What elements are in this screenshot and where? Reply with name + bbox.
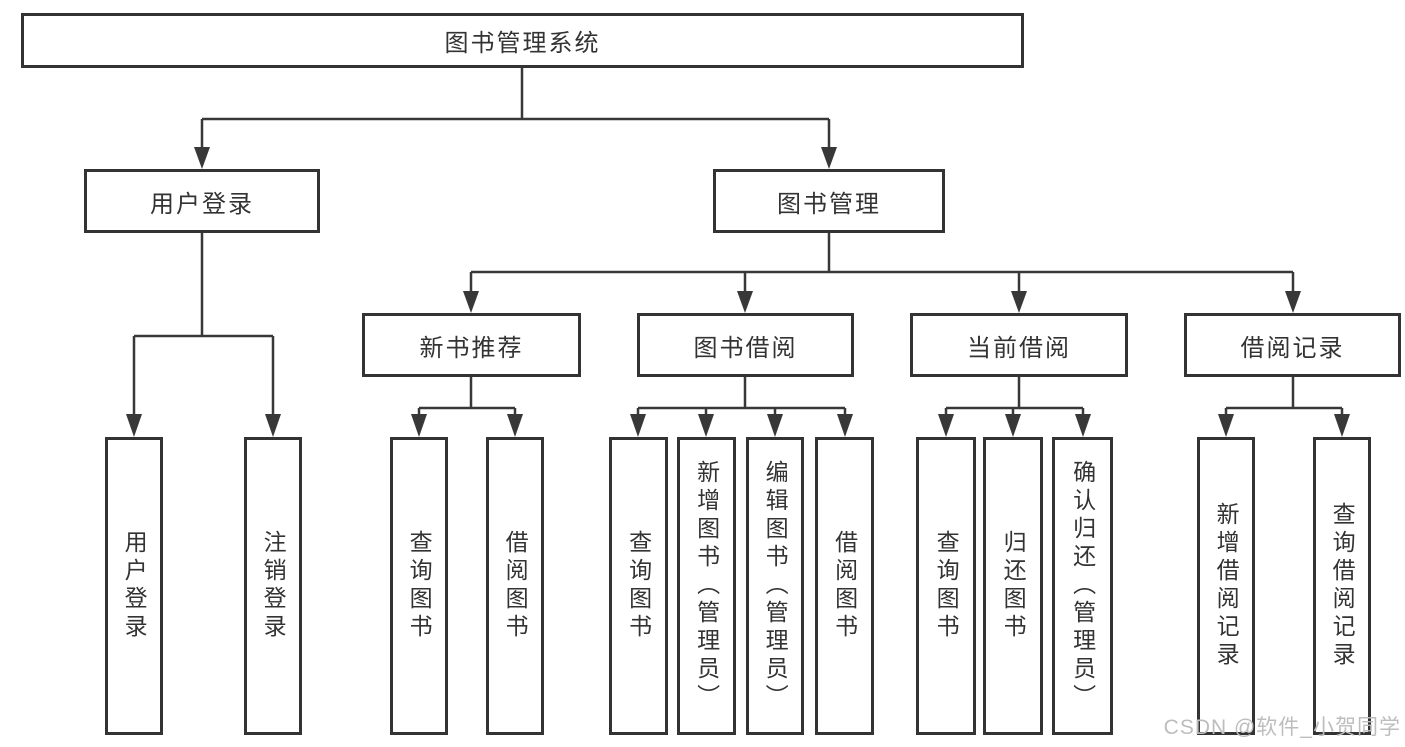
node-query-books-1: 查询图书 [390, 437, 448, 735]
node-query-books-3: 查询图书 [916, 437, 976, 735]
node-query-books-2: 查询图书 [609, 437, 668, 735]
node-label: 借阅图书 [502, 530, 529, 642]
node-label: 查询图书 [933, 530, 960, 642]
node-label: 图书管理 [777, 190, 881, 218]
node-user-login: 用户登录 [105, 437, 163, 735]
edge-borrowrecords-to-leaves [1224, 377, 1344, 417]
edge-userlogin-to-leaves [132, 233, 275, 417]
node-label: 新增图书（管理员） [693, 460, 720, 712]
node-label: 查询图书 [406, 530, 433, 642]
node-new-book-rec: 新书推荐 [362, 313, 581, 377]
node-user-login-group: 用户登录 [84, 169, 320, 233]
node-borrow-records: 借阅记录 [1184, 313, 1401, 377]
node-label: 图书借阅 [693, 334, 798, 362]
node-label: 图书管理系统 [444, 30, 601, 57]
node-book-borrow: 图书借阅 [637, 313, 854, 377]
edge-currentborrow-to-leaves [944, 377, 1085, 417]
node-label: 用户登录 [150, 190, 254, 218]
node-label: 新增借阅记录 [1213, 502, 1240, 670]
node-add-borrow-record: 新增借阅记录 [1197, 437, 1255, 735]
node-logout: 注销登录 [244, 437, 302, 735]
node-label: 用户登录 [121, 530, 148, 642]
node-query-borrow-record: 查询借阅记录 [1313, 437, 1371, 735]
node-label: 查询图书 [625, 530, 652, 642]
edge-bookmgmt-to-level3 [469, 233, 1295, 294]
node-label: 确认归还（管理员） [1069, 460, 1096, 712]
arrowheads [126, 147, 1350, 437]
node-borrow-books-2: 借阅图书 [815, 437, 874, 735]
watermark: CSDN @软件_小贺同学 [1163, 716, 1401, 739]
node-label: 注销登录 [260, 530, 287, 642]
node-label: 当前借阅 [967, 334, 1071, 362]
node-current-borrow: 当前借阅 [910, 313, 1128, 377]
edge-bookborrow-to-leaves [636, 377, 847, 417]
node-label: 新书推荐 [419, 334, 524, 362]
edge-newbookrec-to-leaves [417, 377, 517, 417]
node-root: 图书管理系统 [21, 13, 1024, 68]
node-confirm-return: 确认归还（管理员） [1052, 437, 1113, 735]
node-label: 归还图书 [1000, 530, 1027, 642]
node-label: 借阅图书 [831, 530, 858, 642]
node-edit-books: 编辑图书（管理员） [746, 437, 804, 735]
node-return-books: 归还图书 [983, 437, 1043, 735]
node-label: 借阅记录 [1240, 334, 1345, 362]
node-label: 查询借阅记录 [1329, 502, 1356, 670]
node-add-books: 新增图书（管理员） [677, 437, 736, 735]
edge-root-to-level2 [200, 68, 831, 150]
node-book-mgmt: 图书管理 [713, 169, 945, 233]
node-borrow-books-1: 借阅图书 [486, 437, 544, 735]
node-label: 编辑图书（管理员） [762, 460, 789, 712]
